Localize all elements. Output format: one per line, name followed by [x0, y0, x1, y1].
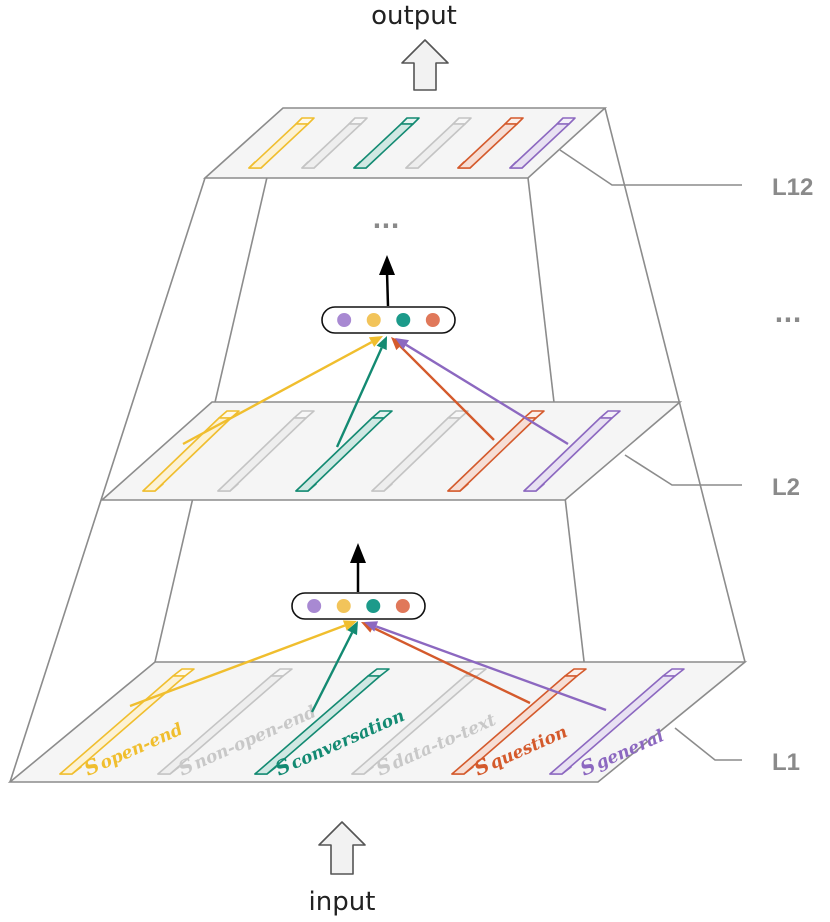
link-l2-general-head: [395, 338, 409, 350]
prism-l2-data-to-text: [371, 410, 469, 492]
prism-l1-open-end-front-face: [59, 675, 186, 775]
layer-label-l1: L1: [772, 749, 800, 776]
combiner-l1-dot-3: [366, 599, 381, 613]
prism-l1-data-to-text: [351, 668, 487, 775]
arrow-up-l2: [385, 271, 390, 307]
prism-l2-conversation: [295, 410, 393, 492]
prism-l12-question-front-face: [457, 123, 518, 169]
prism-l1-general-front-face: [549, 675, 676, 775]
link-l2-conversation-head: [376, 336, 387, 351]
combiner-l2-capsule: [321, 306, 456, 334]
output-arrow-icon: [401, 39, 449, 91]
prism-l2-data-to-text-front-face: [371, 417, 461, 492]
link-l2-general: [395, 338, 569, 446]
combiner-l1-dot-4: [395, 599, 410, 613]
prism-l2-non-open-end: [217, 410, 315, 492]
prism-l1-non-open-end-front-face: [157, 675, 284, 775]
link-l1-conversation: [310, 621, 358, 713]
prism-l1-conversation: [254, 668, 390, 775]
prism-l12-data-to-text-front-face: [405, 123, 466, 169]
pointer-l12: [559, 149, 742, 186]
link-l2-question-line: [399, 345, 495, 441]
prism-l12-non-open-end: [301, 117, 368, 169]
combiner-l2-dot-1: [337, 313, 352, 327]
combiner-l1: [291, 592, 426, 620]
prism-l2-question-front-face: [447, 417, 537, 492]
layer-label-l2: L2: [772, 474, 800, 501]
prism-l12-data-to-text: [405, 117, 472, 169]
link-l2-general-line: [405, 343, 569, 446]
prism-l2-conversation-front-face: [295, 417, 385, 492]
layer-pointers: [559, 149, 742, 761]
link-l2-open-end-head: [368, 336, 383, 347]
prism-l12-general-front-face: [509, 123, 570, 169]
prism-l12-general: [509, 117, 576, 169]
combiner-l2-dot-3: [396, 313, 411, 327]
link-l1-conversation-line: [310, 632, 354, 713]
prism-l1-data-to-text-front-face: [351, 675, 478, 775]
prisms-l12: [248, 117, 576, 169]
ellipsis-vertical: ···: [372, 212, 399, 240]
prism-l1-open-end: [59, 668, 195, 775]
prism-l2-question: [447, 410, 545, 492]
prism-l12-conversation-front-face: [353, 123, 414, 169]
arrow-up-l1-head: [350, 543, 366, 563]
link-l1-general: [364, 621, 607, 712]
link-l1-conversation-head: [347, 621, 358, 636]
prism-l12-conversation: [353, 117, 420, 169]
combiner-l2-dot-2: [366, 313, 381, 327]
link-l2-conversation-line: [335, 347, 383, 448]
connections: [129, 336, 607, 713]
output-label: output: [371, 1, 457, 31]
link-l2-question-head: [391, 337, 405, 351]
link-l1-question-line: [372, 626, 531, 705]
prisms-l2: [142, 410, 621, 492]
prisms-l1: [59, 668, 685, 775]
prism-l2-non-open-end-front-face: [217, 417, 307, 492]
combiner-l2: [321, 306, 456, 334]
link-l1-general-line: [375, 625, 607, 712]
pointer-l2: [624, 454, 742, 486]
prism-l1-question-front-face: [451, 675, 578, 775]
combiner-l1-capsule: [291, 592, 426, 620]
prism-l1-non-open-end: [157, 668, 293, 775]
upward-arrows: [350, 255, 395, 592]
pointer-l1: [674, 727, 742, 761]
frame-edge-left-inner: [154, 107, 284, 663]
link-l2-conversation: [335, 336, 387, 448]
combiner-l1-dot-1: [307, 599, 322, 613]
link-l1-open-end-line: [129, 624, 346, 708]
arrow-up-l2-head: [379, 255, 395, 275]
link-l2-open-end-line: [182, 341, 373, 446]
prism-l2-general-front-face: [523, 417, 613, 492]
prism-l12-question: [457, 117, 524, 169]
link-l1-general-head: [364, 621, 379, 632]
link-l1-open-end: [129, 620, 357, 708]
input-label: input: [309, 887, 376, 917]
prism-l12-open-end: [248, 117, 315, 169]
input-arrow-icon: [318, 821, 366, 875]
ellipsis-side: ···: [774, 306, 801, 334]
frame-edge-right-outer: [604, 107, 746, 663]
link-l1-open-end-head: [342, 620, 357, 631]
prism-l1-conversation-front-face: [254, 675, 381, 775]
combiner-l2-dot-4: [425, 313, 440, 327]
prism-l1-question: [451, 668, 587, 775]
layer-label-l12: L12: [772, 174, 813, 201]
prism-l2-general: [523, 410, 621, 492]
link-l2-open-end: [182, 336, 383, 446]
link-l2-question: [391, 337, 495, 441]
frame-edge-left-outer: [9, 177, 206, 783]
prism-l1-general: [549, 668, 685, 775]
combiner-l1-dot-2: [336, 599, 351, 613]
prism-l12-non-open-end-front-face: [301, 123, 362, 169]
prism-l12-open-end-front-face: [248, 123, 309, 169]
